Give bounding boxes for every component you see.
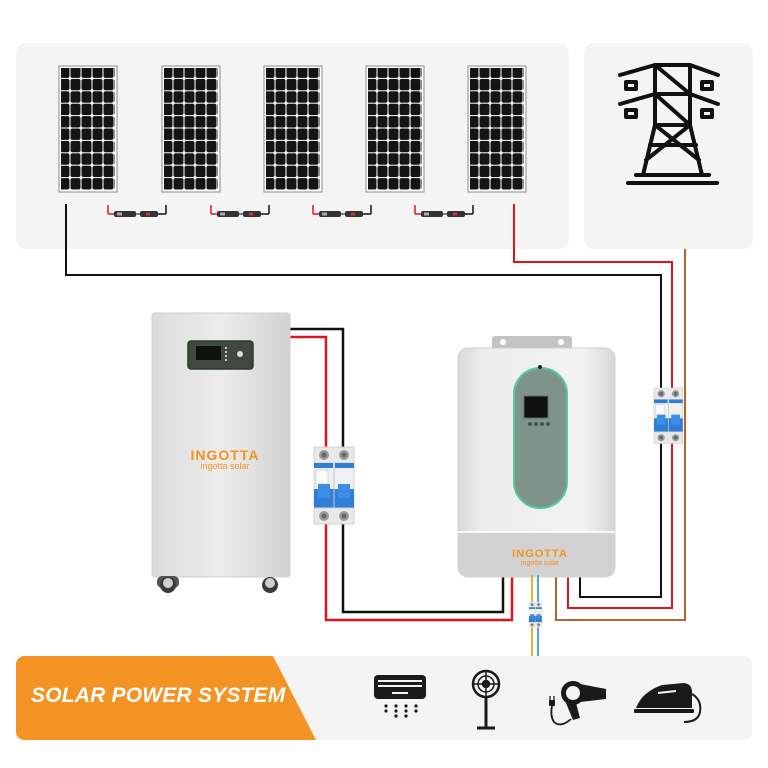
solar-panel-3 [263,65,323,193]
solar-panel-1 [58,65,118,193]
air-conditioner-icon [374,675,426,718]
mc4-connectors [107,204,474,218]
solar-panel-2 [161,65,221,193]
solar-panel-array [58,65,527,193]
battery-negative-wire [290,327,505,614]
page-title: SOLAR POWER SYSTEM [31,684,286,707]
hybrid-inverter [457,336,616,578]
power-tower-icon [618,63,720,185]
inverter-front-panel [513,367,568,509]
hair-dryer-icon [549,681,606,726]
battery-positive-wire [290,335,514,622]
grid-ac-breaker [653,387,684,444]
standing-fan-icon [471,669,501,730]
battery-cabinet [151,312,291,593]
bottom-banner: SOLAR POWER SYSTEM [16,656,752,740]
inverter-logo: INGOTTA ingotta solar [512,548,568,568]
appliance-icons [374,669,702,730]
grid-live-wire [555,249,686,621]
battery-logo: INGOTTA ingotta solar [190,447,260,471]
load-ac-breaker [528,601,542,628]
battery-dc-breaker [313,446,355,525]
clothes-iron-icon [634,683,702,723]
solar-panel-5 [467,65,527,193]
solar-panel-4 [365,65,425,193]
title-ribbon: SOLAR POWER SYSTEM [16,656,316,740]
